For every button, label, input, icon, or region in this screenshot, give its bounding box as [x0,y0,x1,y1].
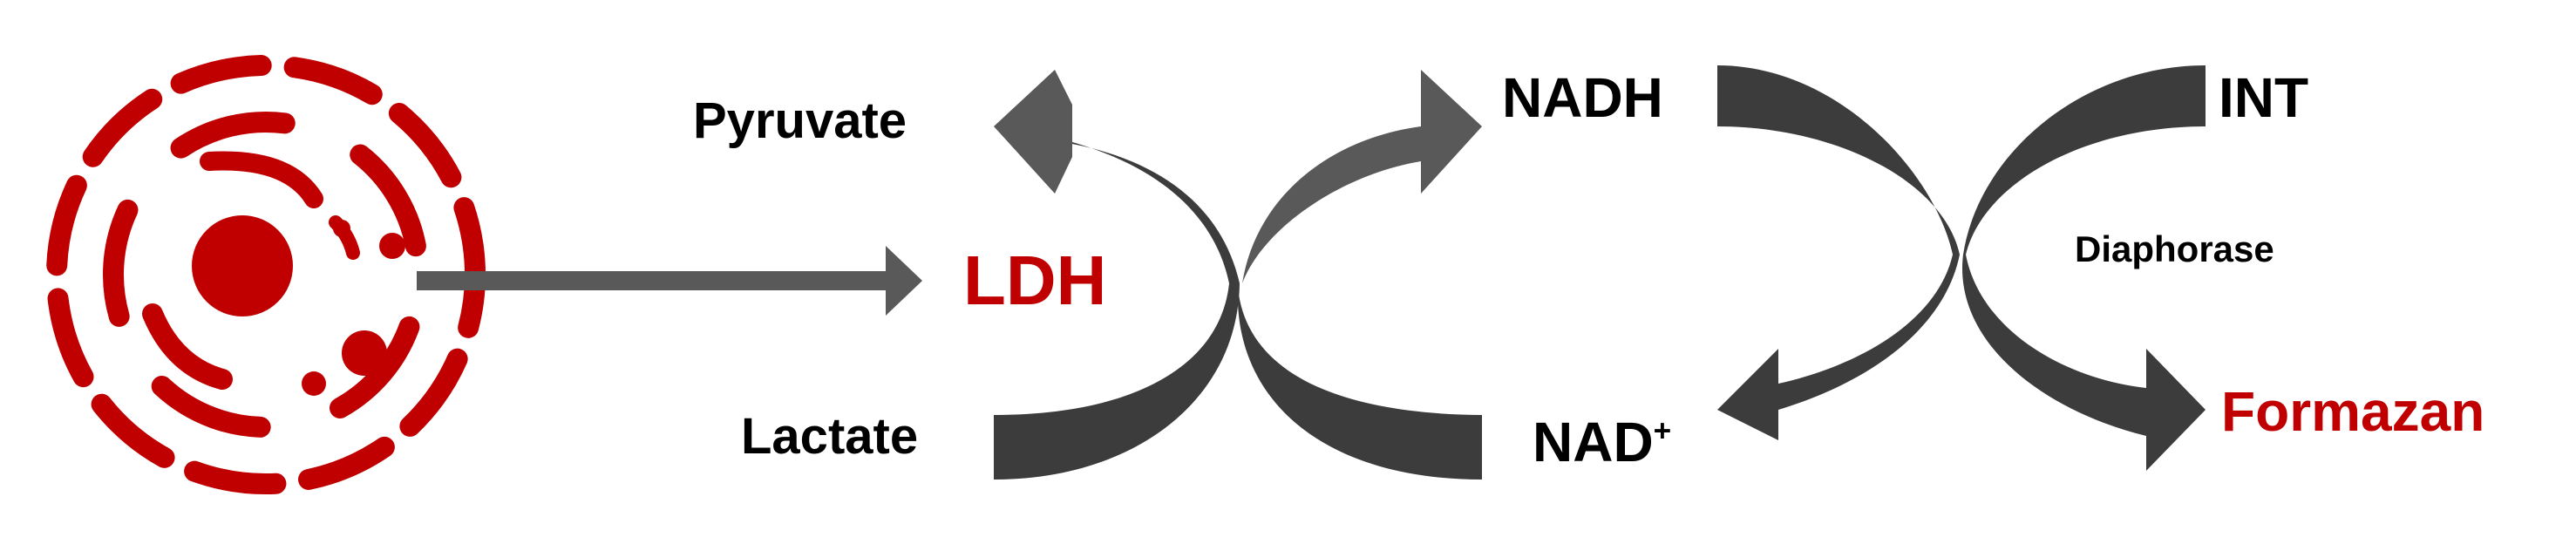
cell-nucleus [192,215,293,316]
lactate-to-pyruvate-arrow [994,103,1240,480]
formazan-label: Formazan [2221,380,2485,443]
organelle-dot [333,220,350,237]
release-arrow-shaft [417,271,898,290]
release-arrow-head [886,246,922,316]
cell-debris-arc [200,151,323,208]
organelle-dot [379,233,405,259]
nadh-to-nad-arrow-upper [1242,126,1421,283]
ldh-reaction-arrows [994,70,1482,480]
nad-return-arrow-lower [1237,288,1482,480]
cell-debris-curve [142,303,233,390]
diaphorase-label: Diaphorase [2075,228,2274,269]
diaphorase-reaction-arrows [1717,65,2206,471]
cell-membrane-fragments [46,55,486,494]
cell-inner-membrane-fragments [103,112,429,438]
damaged-cell-icon [46,55,486,494]
lactate-label: Lactate [741,408,919,465]
int-to-formazan-arrow [1962,65,2206,471]
organelle-dot [302,371,326,396]
organelle-dot [342,330,387,376]
ldh-label: LDH [963,241,1107,319]
nad-plus-label: NAD+ [1533,414,1671,470]
int-label: INT [2219,66,2309,129]
pyruvate-label: Pyruvate [693,92,907,149]
release-arrow [417,246,922,316]
nadh-to-nad-arrow [1717,65,1960,440]
nad-charge-text: + [1653,414,1672,449]
nad-base-text: NAD [1533,411,1654,473]
nadh-arrowhead [1421,70,1482,194]
nadh-label: NADH [1502,66,1663,129]
pyruvate-arrowhead [994,70,1072,194]
cell-organelles [192,215,405,396]
